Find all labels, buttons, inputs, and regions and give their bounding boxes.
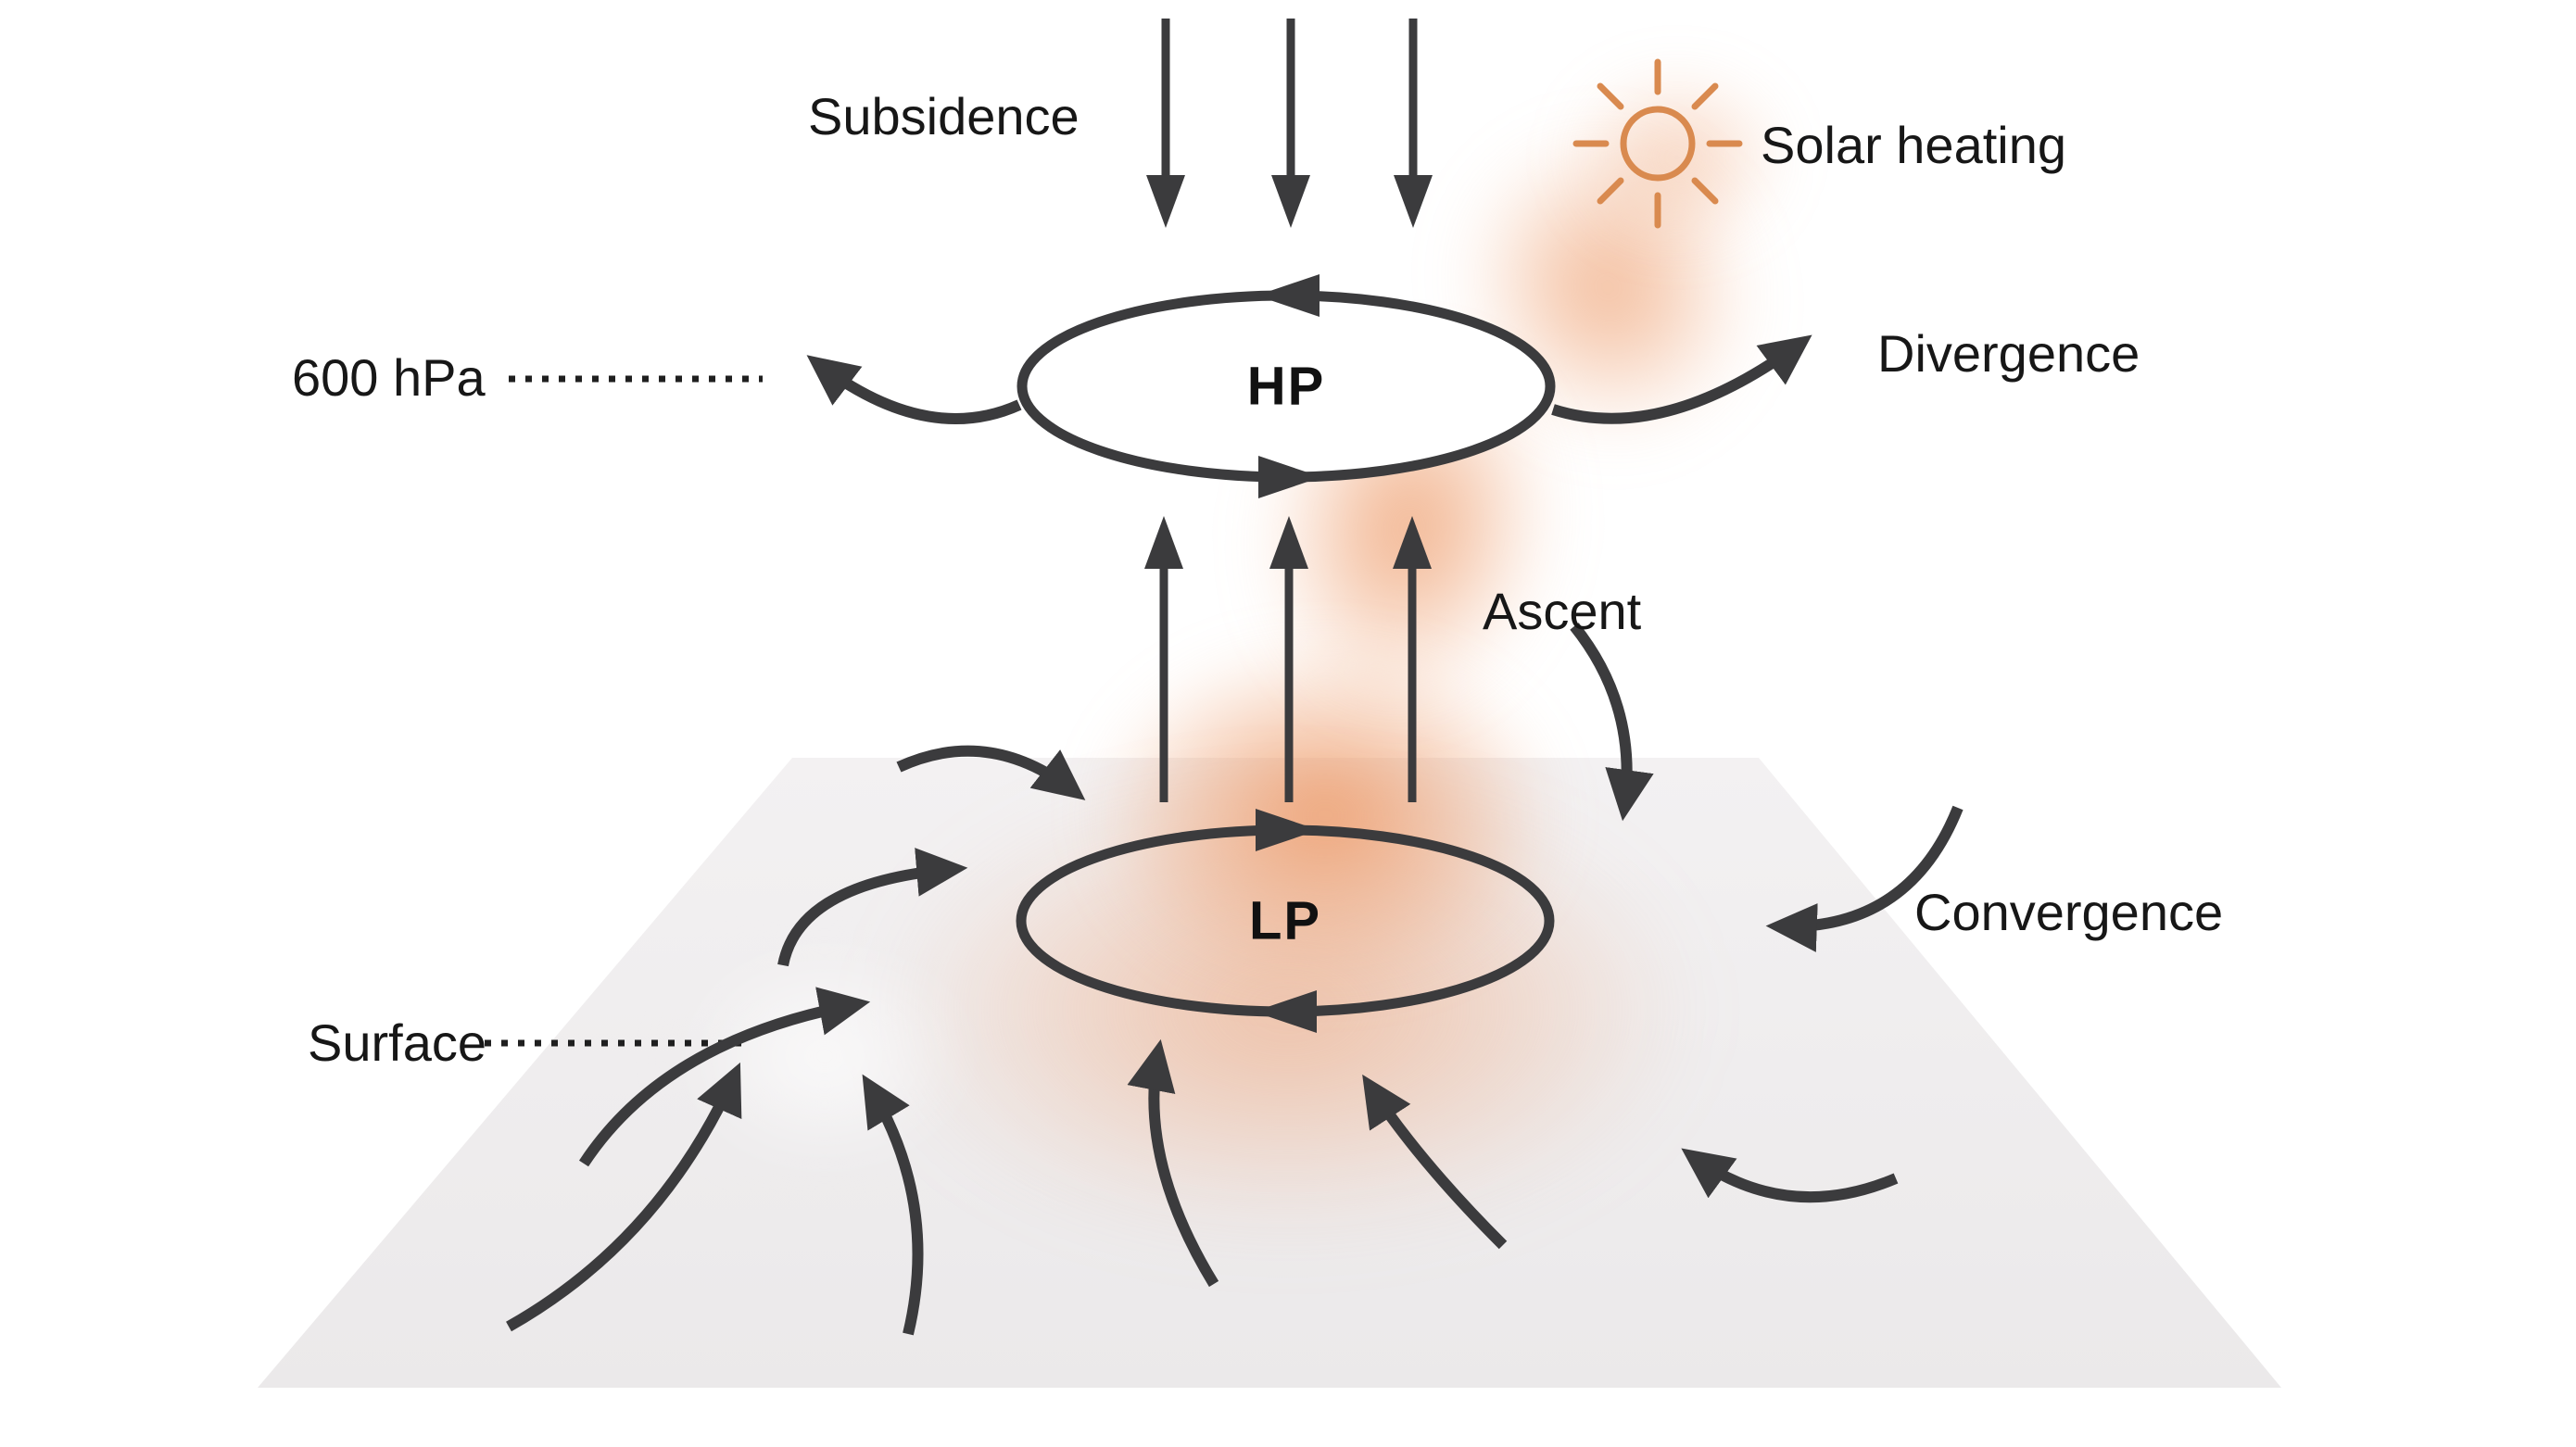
- convergence-arrow-mid-left: [777, 848, 968, 967]
- lp-ellipse: [1016, 809, 1555, 1033]
- ascent-label: Ascent: [1483, 582, 1642, 640]
- convergence-label: Convergence: [1914, 883, 2224, 941]
- surface-label: Surface: [308, 1013, 486, 1072]
- ascent-arrow-3: [1393, 516, 1432, 802]
- low-pressure-label: LP: [1248, 890, 1322, 951]
- solar-heating-label: Solar heating: [1761, 116, 2067, 174]
- hp-bottom-arrowhead: [1258, 456, 1321, 498]
- ascent-arrow-2: [1269, 516, 1308, 802]
- convergence-arrow-bottom-center-right: [1127, 1038, 1219, 1288]
- convergence-arrow-bottom-right: [1362, 1074, 1508, 1250]
- ascent-arrow-1: [1144, 516, 1183, 802]
- divergence-arrows: [806, 334, 1812, 424]
- convergence-arrows: [506, 623, 1964, 1336]
- high-pressure-label: HP: [1246, 356, 1326, 417]
- convergence-arrow-descending: [1570, 623, 1654, 822]
- subsidence-arrow-1: [1146, 19, 1185, 228]
- divergence-arrow-right: [1551, 334, 1812, 424]
- level-600hpa-label: 600 hPa: [292, 348, 486, 407]
- convergence-arrow-lower-left: [578, 987, 871, 1167]
- subsidence-label: Subsidence: [808, 87, 1080, 145]
- convergence-arrow-upper-left: [896, 745, 1086, 800]
- lp-bottom-arrowhead: [1254, 990, 1317, 1033]
- lp-top-arrowhead: [1256, 809, 1319, 851]
- subsidence-arrow-2: [1271, 19, 1310, 228]
- divergence-label: Divergence: [1877, 324, 2140, 383]
- subsidence-arrows: [1146, 19, 1433, 228]
- convergence-arrow-bottom-center: [862, 1074, 924, 1336]
- convergence-arrow-right-low: [1681, 1148, 1899, 1203]
- subsidence-arrow-3: [1394, 19, 1433, 228]
- hp-top-arrowhead: [1256, 274, 1320, 317]
- convergence-arrow-bottom-left: [506, 1062, 742, 1332]
- sun-icon: [1572, 58, 1743, 229]
- ascent-arrows: [1144, 516, 1432, 802]
- hp-ellipse: [1017, 274, 1556, 498]
- divergence-arrow-left: [806, 355, 1022, 424]
- convergence-arrow-right-mid: [1765, 805, 1964, 952]
